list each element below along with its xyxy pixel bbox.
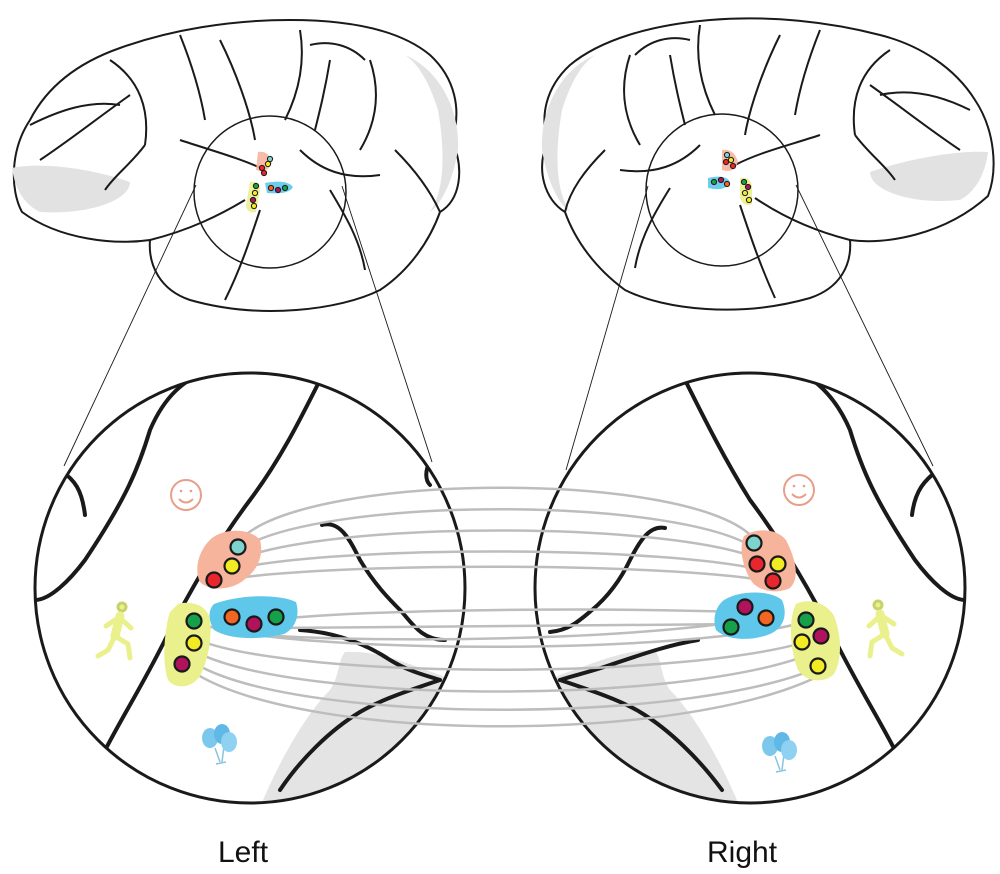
right-magnified-circle xyxy=(533,371,967,805)
right-hemisphere-brain xyxy=(541,17,995,311)
zoom-projection-lines xyxy=(63,184,934,471)
left-brain-outline xyxy=(12,18,461,312)
left-brain-zoom-circle xyxy=(193,115,347,269)
right-brain-shade-occipital xyxy=(541,55,595,212)
interhemispheric-connections xyxy=(189,486,831,728)
left-hemisphere-label: Left xyxy=(218,836,269,869)
right-face-patch xyxy=(741,530,796,592)
walking-person-icon xyxy=(95,601,134,661)
smiley-face-icon xyxy=(170,479,202,511)
walking-person-icon xyxy=(866,599,905,659)
right-object-patch xyxy=(714,592,785,639)
smiley-face-icon xyxy=(783,474,815,506)
left-brain-sulci xyxy=(29,29,441,301)
left-brain-shade-frontal xyxy=(12,165,130,213)
right-brain-sulci xyxy=(564,24,971,299)
right-brain-shade-frontal xyxy=(870,151,988,201)
left-body-patch xyxy=(164,602,211,687)
left-hemisphere-brain xyxy=(12,18,461,312)
balloons-icon xyxy=(762,732,797,773)
left-magnified-circle xyxy=(33,371,467,805)
right-hemisphere-label: Right xyxy=(707,836,778,869)
left-face-patch xyxy=(197,530,262,589)
left-brain-shade-occipital xyxy=(405,55,459,212)
left-magnified-region xyxy=(33,371,467,805)
right-magnified-region xyxy=(533,371,967,805)
left-object-patch xyxy=(209,596,298,639)
balloons-icon xyxy=(202,724,237,765)
right-body-patch xyxy=(790,601,840,681)
